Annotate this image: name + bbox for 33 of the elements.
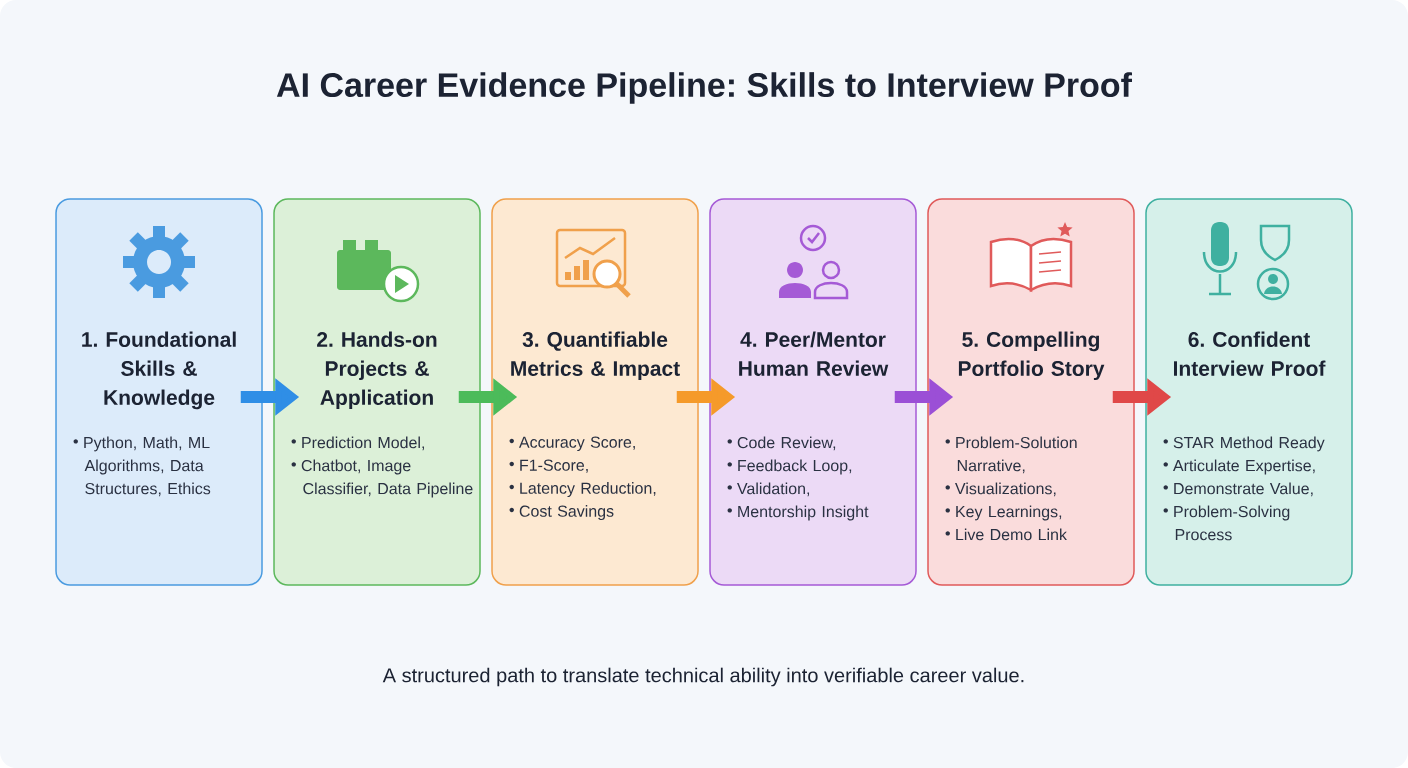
step-card xyxy=(709,198,917,586)
bullet-item: STAR Method Ready xyxy=(1173,436,1325,452)
card-heading: 1. Foundational Skills & Knowledge xyxy=(82,331,236,410)
bullet-item: Problem-Solution Narrative, xyxy=(956,436,1077,474)
card-heading: 4. Peer/Mentor Human Review xyxy=(739,331,889,376)
bullet-item: Visualizations, xyxy=(955,482,1056,497)
bullet-item: Cost Savings xyxy=(519,505,614,520)
title: AI Career Evidence Pipeline: Skills to Interview Proof xyxy=(276,72,1132,104)
step-card xyxy=(273,198,481,586)
card-heading: 6. Confident Interview Proof xyxy=(1174,331,1326,376)
bullet-item: Accuracy Score, xyxy=(518,436,635,452)
caption: A structured path to translate technical ability into verifiable career value. xyxy=(382,667,1024,687)
bullet-item: Prediction Model, xyxy=(302,436,424,451)
bullet-item: Mentorship Insight xyxy=(738,505,869,521)
bullet-item: Problem-Solving Process xyxy=(1174,505,1290,541)
bullet-item: Demonstrate Value, xyxy=(1174,482,1313,497)
bullet-item: Chatbot, Image Classifier, Data Pipeline xyxy=(301,459,473,498)
bullet-item: Articulate Expertise, xyxy=(1172,459,1315,475)
bullet-item: F1-Score, xyxy=(520,459,588,473)
card-heading: 2. Hands-on Projects & Application xyxy=(317,331,437,410)
bullet-item: Validation, xyxy=(737,482,809,497)
card-heading: 5. Compelling Portfolio Story xyxy=(958,331,1105,381)
step-card xyxy=(927,198,1135,586)
bullet-item: Python, Math, ML Algorithms, Data Structures, Ethics xyxy=(84,436,211,497)
bullet-item: Key Learnings, xyxy=(956,505,1062,521)
step-card xyxy=(491,198,699,586)
bullet-item: Latency Reduction, xyxy=(520,482,656,497)
bullet-item: Feedback Loop, xyxy=(738,459,852,475)
card-heading: 3. Quantifiable Metrics & Impact xyxy=(511,331,680,381)
bullet-item: Code Review, xyxy=(737,436,836,451)
step-card xyxy=(55,198,263,586)
step-card xyxy=(1145,198,1353,586)
bullet-item: Live Demo Link xyxy=(956,528,1067,541)
